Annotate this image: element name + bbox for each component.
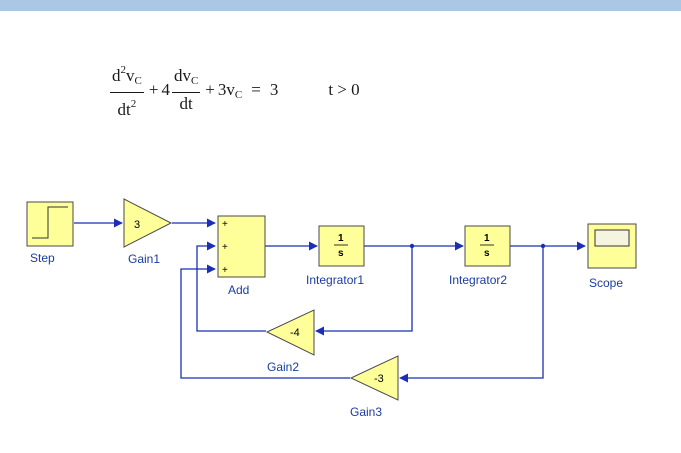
differential-equation: d2vC dt2 + 4 dvC dt + 3vC = 3 t > 0 bbox=[108, 60, 360, 120]
second-derivative-fraction: d2vC dt2 bbox=[110, 60, 144, 120]
wire-gain3-to-add[interactable] bbox=[180, 264, 350, 379]
step-block[interactable] bbox=[26, 201, 74, 247]
wire-gain2-to-add[interactable] bbox=[196, 241, 266, 332]
window-top-bar bbox=[0, 0, 681, 11]
step-icon bbox=[32, 206, 68, 239]
integrator2-block[interactable]: 1 s bbox=[464, 225, 511, 267]
integrator1-denominator: s bbox=[338, 248, 344, 259]
add-port-3-sign: + bbox=[222, 265, 228, 276]
time-condition: t > 0 bbox=[328, 80, 360, 99]
first-derivative-fraction: dvC dt bbox=[171, 66, 201, 113]
integrator2-label: Integrator2 bbox=[449, 273, 507, 287]
plus-operator: + bbox=[148, 80, 159, 99]
wire-branch-to-gain3[interactable] bbox=[399, 246, 544, 383]
plus-operator: + bbox=[205, 80, 215, 99]
gain3-value: -3 bbox=[374, 373, 384, 385]
add-port-2-sign: + bbox=[222, 242, 228, 253]
integrator1-block[interactable]: 1 s bbox=[318, 225, 365, 267]
gain1-value: 3 bbox=[134, 219, 140, 231]
gain3-label: Gain3 bbox=[350, 405, 382, 419]
term-3vc: 3vC bbox=[217, 79, 243, 101]
integrator1-label: Integrator1 bbox=[306, 273, 364, 287]
scope-block[interactable] bbox=[587, 223, 637, 269]
branch-point-1 bbox=[409, 243, 415, 249]
gain3-block[interactable]: -3 bbox=[349, 355, 399, 401]
gain2-value: -4 bbox=[290, 327, 300, 339]
add-block[interactable]: + + + bbox=[217, 215, 266, 278]
add-port-1-sign: + bbox=[222, 219, 228, 230]
wire-branch-to-gain2[interactable] bbox=[315, 246, 413, 336]
integrator1-numerator: 1 bbox=[338, 233, 344, 244]
add-label: Add bbox=[228, 283, 249, 297]
scope-label: Scope bbox=[589, 276, 623, 290]
step-label: Step bbox=[30, 251, 55, 265]
scope-screen-icon bbox=[594, 229, 630, 247]
integrator2-numerator: 1 bbox=[484, 233, 490, 244]
integrator2-denominator: s bbox=[484, 248, 490, 259]
coefficient-4: 4 bbox=[161, 80, 170, 99]
rhs-value: 3 bbox=[269, 80, 279, 99]
gain1-label: Gain1 bbox=[128, 252, 160, 266]
gain2-block[interactable]: -4 bbox=[265, 309, 315, 356]
branch-point-2 bbox=[540, 243, 546, 249]
equals-sign: = bbox=[251, 80, 261, 99]
gain1-block[interactable]: 3 bbox=[123, 198, 173, 248]
gain2-label: Gain2 bbox=[267, 360, 299, 374]
